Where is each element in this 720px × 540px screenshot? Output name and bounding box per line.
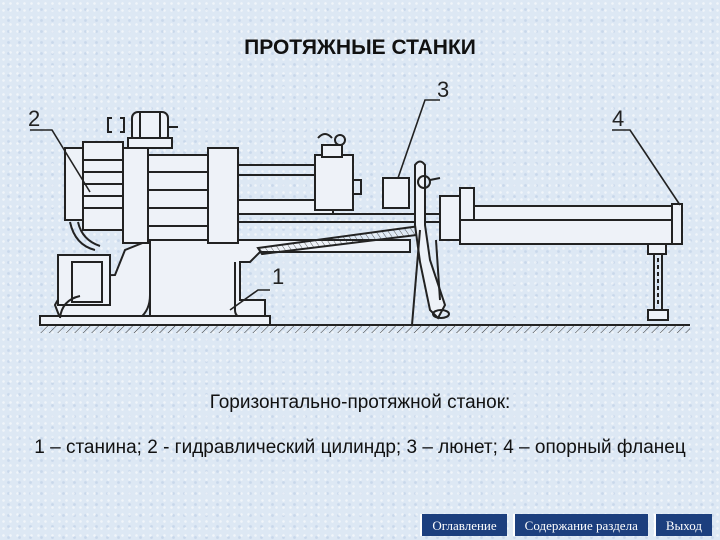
work-table [439, 187, 683, 321]
label-1: 1 [272, 264, 284, 289]
floor [40, 324, 690, 333]
exit-button[interactable]: Выход [653, 514, 712, 536]
leader-lines [30, 99, 681, 311]
label-2: 2 [28, 106, 40, 131]
label-4: 4 [612, 106, 624, 131]
label-3: 3 [437, 77, 449, 102]
slide-title: ПРОТЯЖНЫЕ СТАНКИ [244, 36, 476, 59]
hydraulic-cylinder [64, 141, 124, 251]
steady-rest [382, 160, 450, 326]
carriage-rods [237, 133, 460, 223]
machine-bed [39, 238, 411, 326]
section-contents-button[interactable]: Содержание раздела [512, 514, 648, 536]
machine-column [107, 111, 239, 244]
contents-button[interactable]: Оглавление [420, 514, 507, 536]
figure-caption: Горизонтально-протяжной станок: [209, 392, 511, 413]
navigation-bar: Оглавление Содержание раздела Выход [420, 514, 712, 536]
figure-legend: 1 – станина; 2 - гидравлический цилиндр;… [34, 437, 686, 458]
